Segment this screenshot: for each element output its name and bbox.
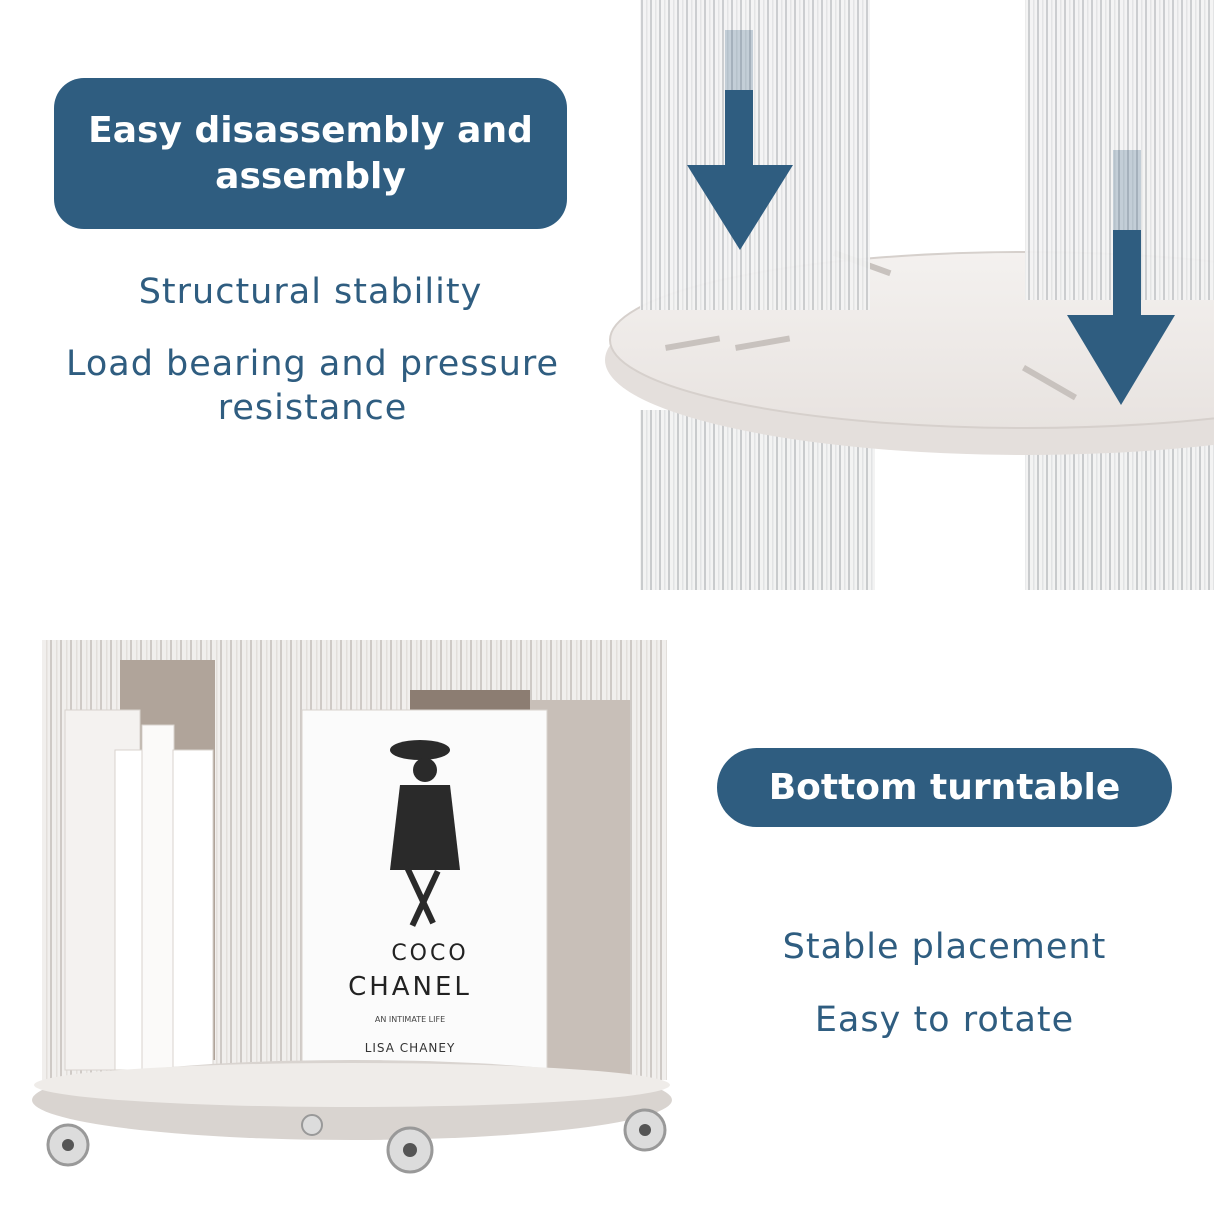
caster-wheel-icon [386, 1126, 434, 1174]
caster-wheel-icon [301, 1114, 323, 1136]
book-title-line-1: COCO [391, 941, 468, 966]
turntable-title: Bottom turntable [768, 767, 1121, 808]
turntable-title-badge: Bottom turntable [717, 748, 1172, 827]
book-subtitle: AN INTIMATE LIFE [375, 1015, 445, 1024]
assembly-photo [605, 0, 1214, 590]
caster-wheel-icon [46, 1123, 90, 1167]
assembly-title: Easy disassembly and assembly [88, 109, 533, 197]
book-cover: COCO CHANEL AN INTIMATE LIFE LISA CHANEY [301, 709, 548, 1071]
feature-easy-rotate: Easy to rotate [814, 1000, 1075, 1040]
assembly-title-badge: Easy disassembly and assembly [54, 78, 567, 229]
book-title-line-2: CHANEL [348, 972, 472, 1002]
down-arrow-icon [1067, 150, 1175, 405]
caster-wheel-icon [623, 1108, 667, 1152]
book-author: LISA CHANEY [365, 1041, 456, 1055]
feature-stable-placement: Stable placement [782, 927, 1107, 967]
feature-structural-stability: Structural stability [138, 272, 483, 312]
feature-load-bearing: Load bearing and pressure resistance [65, 344, 560, 428]
down-arrow-icon [687, 30, 793, 250]
bookshelf-photo: COCO CHANEL AN INTIMATE LIFE LISA CHANEY [30, 640, 680, 1185]
